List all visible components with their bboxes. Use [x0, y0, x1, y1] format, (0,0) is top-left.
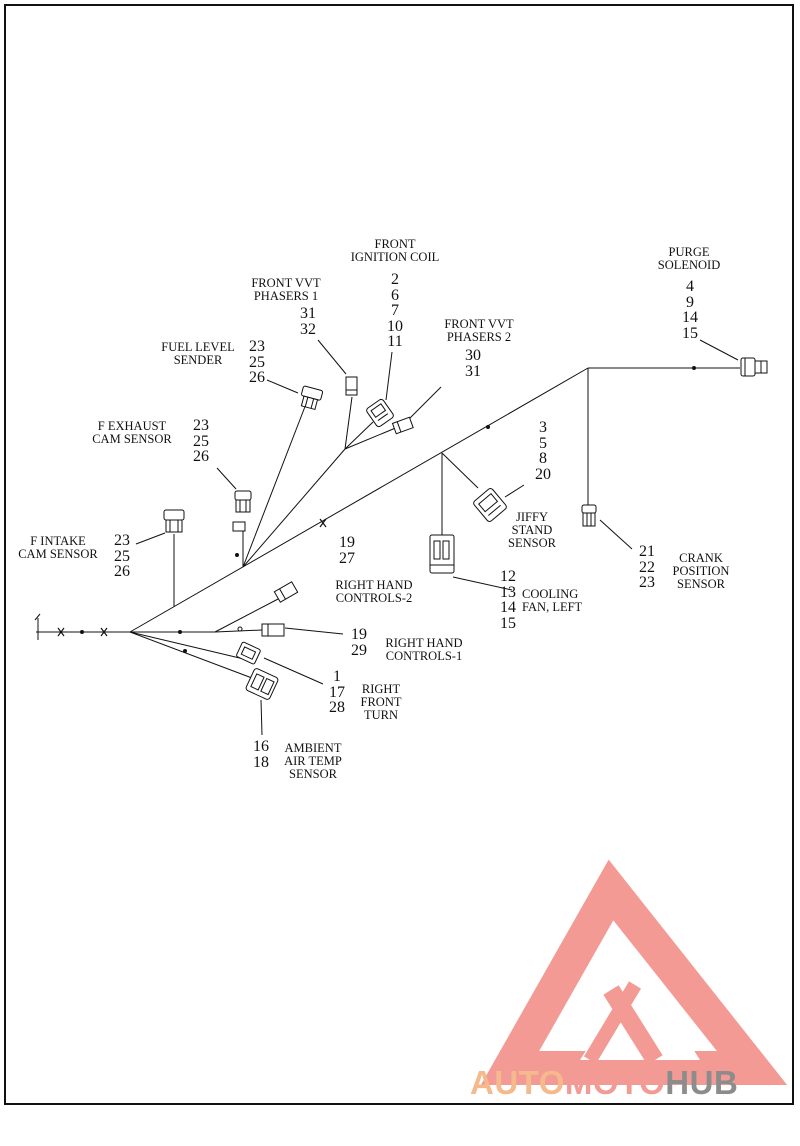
- front-vvt-phasers-2-pins: 30 31: [465, 347, 481, 380]
- right-front-turn-pins: 1 17 28: [329, 668, 345, 716]
- purge-solenoid-label: PURGE SOLENOID: [657, 245, 721, 272]
- front-vvt-phasers-1-label: FRONT VVT PHASERS 1: [251, 276, 321, 303]
- front-vvt-phasers-2-connector: [391, 416, 414, 435]
- ambient-air-temp-sensor-pins: 16 18: [253, 738, 269, 771]
- right-hand-controls-2-connector: [273, 581, 299, 603]
- f-exhaust-cam-sensor-connector: [232, 490, 252, 532]
- right-hand-controls-2-label: RIGHT HAND CONTROLS-2: [335, 578, 413, 605]
- logo-wordmark-moto: MOTO: [564, 1064, 666, 1101]
- wire-clips: [57, 366, 696, 653]
- crank-position-sensor-label: CRANK POSITION SENSOR: [672, 551, 730, 591]
- f-exhaust-cam-sensor-label: F EXHAUST CAM SENSOR: [92, 419, 172, 446]
- fuel-level-sender-pins: 23 25 26: [249, 338, 265, 386]
- connectors: [163, 357, 768, 700]
- front-ignition-coil-pins: 2 6 7 10 11: [387, 271, 403, 350]
- fuel-level-sender-label: FUEL LEVEL SENDER: [161, 340, 235, 367]
- front-ignition-coil-connector: [366, 398, 394, 428]
- jiffy-stand-sensor-label: JIFFY STAND SENSOR: [508, 510, 556, 550]
- harness-wires: [34, 367, 740, 679]
- f-intake-cam-sensor-connector: [163, 509, 185, 533]
- ambient-air-temp-sensor-label: AMBIENT AIR TEMP SENSOR: [284, 741, 342, 781]
- ambient-air-temp-sensor-connector: [245, 668, 279, 700]
- logo-mark: [480, 859, 788, 1085]
- diagram-frame: [4, 4, 794, 1105]
- purge-solenoid-pins: 4 9 14 15: [682, 278, 698, 342]
- right-hand-controls-1-label: RIGHT HAND CONTROLS-1: [385, 636, 463, 663]
- logo-wordmark-hub: HUB: [665, 1064, 739, 1101]
- leader-lines: [135, 339, 739, 736]
- crank-position-sensor-connector: [581, 504, 597, 527]
- purge-solenoid-connector: [740, 357, 768, 377]
- cooling-fan-left-connector: [429, 534, 455, 574]
- front-vvt-phasers-1-pins: 31 32: [300, 305, 316, 338]
- right-hand-controls-1-connector: [237, 623, 285, 637]
- right-hand-controls-2-pins: 19 27: [339, 534, 355, 567]
- right-front-turn-connector: [236, 641, 261, 665]
- right-hand-controls-1-pins: 19 29: [351, 626, 367, 659]
- cooling-fan-left-label: COOLING FAN, LEFT: [522, 587, 583, 614]
- f-exhaust-cam-sensor-pins: 23 25 26: [193, 417, 209, 465]
- cooling-fan-left-pins: 12 13 14 15: [500, 568, 516, 632]
- crank-position-sensor-pins: 21 22 23: [639, 543, 655, 591]
- f-intake-cam-sensor-pins: 23 25 26: [114, 532, 130, 580]
- fuel-level-sender-connector: [300, 385, 324, 411]
- front-ignition-coil-label: FRONT IGNITION COIL: [350, 237, 440, 264]
- right-front-turn-label: RIGHT FRONT TURN: [360, 682, 402, 722]
- logo-wordmark: AUTOMOTOHUB: [470, 1063, 738, 1103]
- f-intake-cam-sensor-label: F INTAKE CAM SENSOR: [18, 534, 98, 561]
- front-vvt-phasers-1-connector: [345, 376, 358, 396]
- jiffy-stand-sensor-connector: [473, 488, 507, 522]
- front-vvt-phasers-2-label: FRONT VVT PHASERS 2: [444, 317, 514, 344]
- jiffy-stand-sensor-pins: 3 5 8 20: [535, 419, 551, 483]
- logo-wordmark-auto: AUTO: [470, 1064, 565, 1101]
